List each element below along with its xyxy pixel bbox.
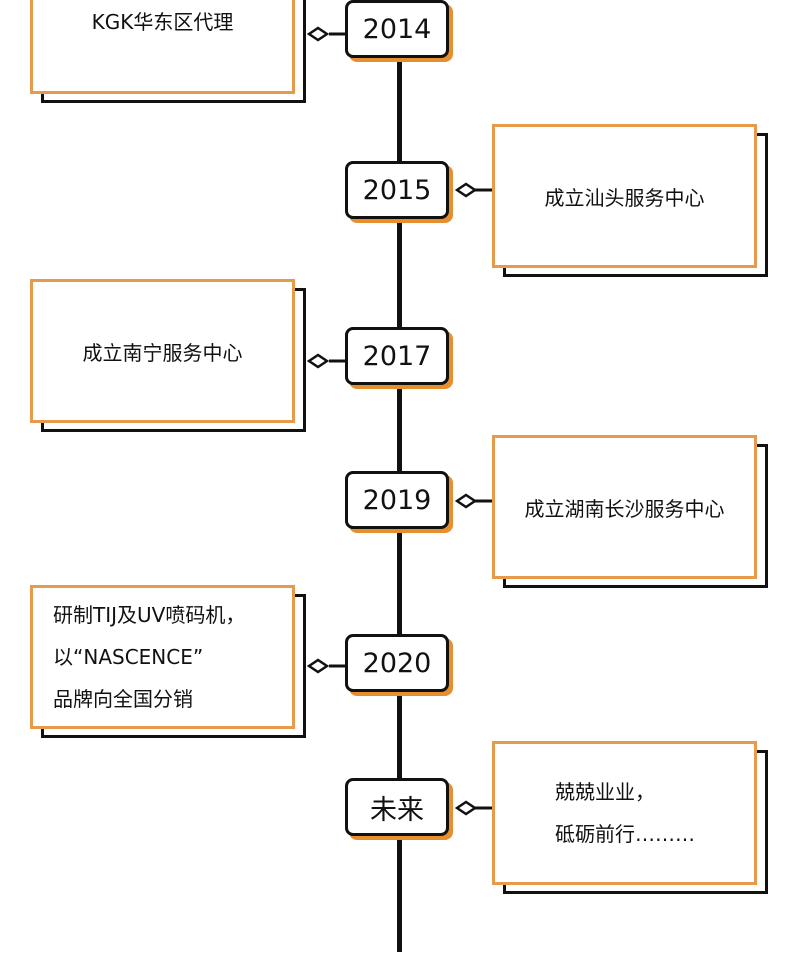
card-body: 成立汕头服务中心: [492, 124, 757, 268]
year-label: 2017: [362, 340, 432, 372]
year-box-2015: 2015: [345, 161, 449, 219]
timeline-card-2015: 成立汕头服务中心: [492, 124, 768, 277]
card-body: 成立湖南长沙服务中心: [492, 435, 757, 579]
card-text-line: 研制TIJ及UV喷码机，: [53, 603, 246, 627]
year-box-2019: 2019: [345, 471, 449, 529]
year-box-2014: 2014: [345, 0, 449, 58]
timeline-card-2020: 研制TIJ及UV喷码机， 以“NASCENCE” 品牌向全国分销: [30, 585, 306, 738]
connector-diamond-icon: [307, 353, 347, 369]
year-box-2017: 2017: [345, 327, 449, 385]
year-label: 未来: [370, 794, 424, 826]
timeline-card-2014: KGK华东区代理: [30, 0, 306, 103]
card-text-line: 砥砺前行………: [555, 822, 695, 846]
year-box-2020: 2020: [345, 634, 449, 692]
card-text: KGK华东区代理: [91, 10, 234, 34]
year-label: 2014: [362, 13, 432, 45]
card-body: 成立南宁服务中心: [30, 279, 295, 423]
card-text-line: 兢兢业业，: [555, 780, 655, 804]
card-text: 成立汕头服务中心: [544, 185, 705, 210]
card-text: 成立南宁服务中心: [82, 340, 243, 365]
card-text: 成立湖南长沙服务中心: [524, 496, 725, 521]
year-label: 2015: [362, 174, 432, 206]
connector-diamond-icon: [455, 493, 495, 509]
timeline-card-2017: 成立南宁服务中心: [30, 279, 306, 432]
connector-diamond-icon: [455, 182, 495, 198]
year-label: 2019: [362, 484, 432, 516]
connector-diamond-icon: [455, 800, 495, 816]
connector-diamond-icon: [307, 658, 347, 674]
connector-diamond-icon: [307, 26, 347, 42]
card-body: 兢兢业业， 砥砺前行………: [492, 741, 757, 885]
card-text-line: 以“NASCENCE”: [53, 645, 204, 669]
timeline-card-2019: 成立湖南长沙服务中心: [492, 435, 768, 588]
year-label: 2020: [362, 647, 432, 679]
card-body: 研制TIJ及UV喷码机， 以“NASCENCE” 品牌向全国分销: [30, 585, 295, 729]
card-body: KGK华东区代理: [30, 0, 295, 94]
year-box-future: 未来: [345, 778, 449, 836]
card-text-line: 品牌向全国分销: [53, 687, 193, 711]
timeline-card-future: 兢兢业业， 砥砺前行………: [492, 741, 768, 894]
